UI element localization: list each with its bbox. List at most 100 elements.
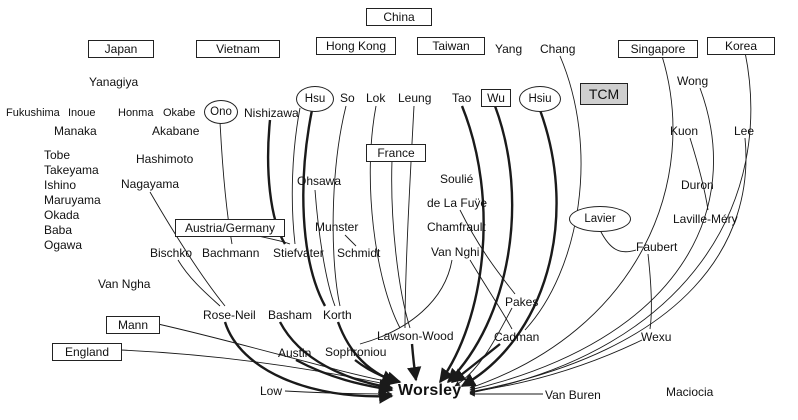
edge-wong-worsley — [469, 87, 714, 392]
person-stiefvater: Stiefvater — [273, 246, 324, 260]
person-basham: Basham — [268, 308, 313, 322]
region-france: France — [366, 144, 426, 162]
edge-hsu-stiefvater — [291, 107, 301, 245]
edge-basham-worsley — [278, 321, 394, 393]
person-baba: Baba — [44, 223, 73, 237]
person-wu-box: Wu — [481, 89, 511, 107]
person-van-nghi: Van Nghi — [431, 245, 480, 259]
edge-van-nghi-cadman — [469, 259, 513, 330]
edge-england-worsley — [119, 349, 391, 387]
person-akabane: Akabane — [152, 124, 200, 138]
target-worsley: Worsley — [398, 382, 462, 399]
person-soulie: Soulié — [440, 172, 474, 186]
person-de-la-fuye: de La Fuÿe — [427, 196, 488, 210]
region-taiwan: Taiwan — [417, 37, 485, 55]
person-okabe: Okabe — [163, 107, 196, 119]
edge-hsiu-worsley — [460, 109, 558, 388]
person-leung: Leung — [398, 91, 432, 105]
edge-sophroniou-worsley — [354, 359, 402, 386]
edge-singapore-worsley — [469, 55, 674, 389]
person-munster: Munster — [315, 220, 359, 234]
person-wong: Wong — [677, 74, 709, 88]
person-lavier-oval: Lavier — [569, 206, 631, 232]
person-kuon: Kuon — [670, 124, 699, 138]
person-pakes: Pakes — [505, 295, 539, 309]
person-ogawa: Ogawa — [44, 238, 83, 252]
person-fukushima: Fukushima — [6, 107, 60, 119]
tcm-box: TCM — [580, 83, 628, 105]
person-ono-oval: Ono — [204, 100, 238, 124]
edge-de-la-fuye-pakes — [459, 209, 516, 295]
region-vietnam: Vietnam — [196, 40, 280, 58]
edge-chang-cadman — [524, 55, 582, 331]
person-rose-neil: Rose-Neil — [203, 308, 256, 322]
person-ohsawa: Ohsawa — [297, 174, 342, 188]
edge-lawson-wood-worsley — [407, 343, 422, 382]
edge-lok-lawson-wood — [369, 105, 401, 329]
edge-wexu-worsley — [469, 339, 643, 394]
edge-mann-worsley — [157, 323, 391, 384]
edge-lavier-faubert — [599, 229, 637, 253]
region-korea: Korea — [707, 37, 775, 55]
person-sophroniou: Sophroniou — [325, 345, 387, 359]
person-austin: Austin — [278, 346, 312, 360]
person-maruyama: Maruyama — [44, 193, 101, 207]
edge-van-nghi-sophroniou — [359, 259, 453, 345]
person-hsiu-oval: Hsiu — [519, 86, 561, 112]
person-laville-mery: Laville-Méry — [673, 212, 738, 226]
person-takeyama: Takeyama — [44, 163, 99, 177]
person-bischko: Bischko — [150, 246, 193, 260]
edge-tao-worsley — [439, 105, 485, 384]
person-chamfrault: Chamfrault — [427, 220, 486, 234]
edge-hsu-korth — [302, 109, 327, 307]
edge-korea-worsley — [469, 51, 752, 395]
person-faubert: Faubert — [636, 240, 678, 254]
region-singapore: Singapore — [618, 40, 698, 58]
person-nishizawa: Nishizawa — [244, 106, 299, 120]
edge-ohsawa-korth — [314, 189, 336, 307]
edge-nagayama-rose-neil — [149, 191, 226, 307]
person-bachmann: Bachmann — [202, 246, 260, 260]
person-schmidt: Schmidt — [337, 246, 381, 260]
person-tobe: Tobe — [44, 148, 71, 162]
edge-rose-neil-worsley — [223, 321, 394, 404]
person-duron: Duron — [681, 178, 714, 192]
edge-faubert-wexu — [647, 253, 652, 330]
edge-leung-lawson-wood — [404, 105, 415, 329]
person-low: Low — [260, 384, 283, 398]
edge-so-korth — [332, 105, 347, 307]
person-okada: Okada — [44, 208, 80, 222]
edge-wu-worsley — [446, 105, 514, 384]
edge-bischko-rose-neil — [177, 259, 221, 307]
person-chang: Chang — [540, 42, 576, 56]
person-ishino: Ishino — [44, 178, 77, 192]
edge-lee-worsley — [469, 137, 747, 394]
edge-munster-schmidt — [344, 234, 357, 247]
person-nagayama: Nagayama — [121, 177, 180, 191]
person-lawson-wood: Lawson-Wood — [377, 329, 454, 343]
person-hashimoto: Hashimoto — [136, 152, 194, 166]
person-hsu-oval: Hsu — [296, 86, 334, 112]
person-cadman: Cadman — [494, 330, 540, 344]
person-so: So — [340, 91, 355, 105]
person-lee: Lee — [734, 124, 755, 138]
region-japan: Japan — [88, 40, 154, 58]
person-van-ngha: Van Ngha — [98, 277, 151, 291]
region-china: China — [366, 8, 432, 26]
person-mann-box: Mann — [106, 316, 160, 334]
edge-austin-worsley — [295, 358, 394, 396]
edge-france-lawson-wood — [391, 159, 411, 329]
person-wexu: Wexu — [641, 330, 672, 344]
region-hong-kong: Hong Kong — [316, 37, 396, 55]
person-inoue: Inoue — [68, 107, 96, 119]
person-maciocia: Maciocia — [666, 385, 714, 399]
person-yanagiya: Yanagiya — [89, 75, 139, 89]
region-austria-germany: Austria/Germany — [175, 219, 285, 237]
person-korth: Korth — [323, 308, 352, 322]
region-england: England — [52, 343, 122, 361]
person-manaka: Manaka — [54, 124, 97, 138]
person-yang: Yang — [495, 42, 523, 56]
person-honma: Honma — [118, 107, 154, 119]
